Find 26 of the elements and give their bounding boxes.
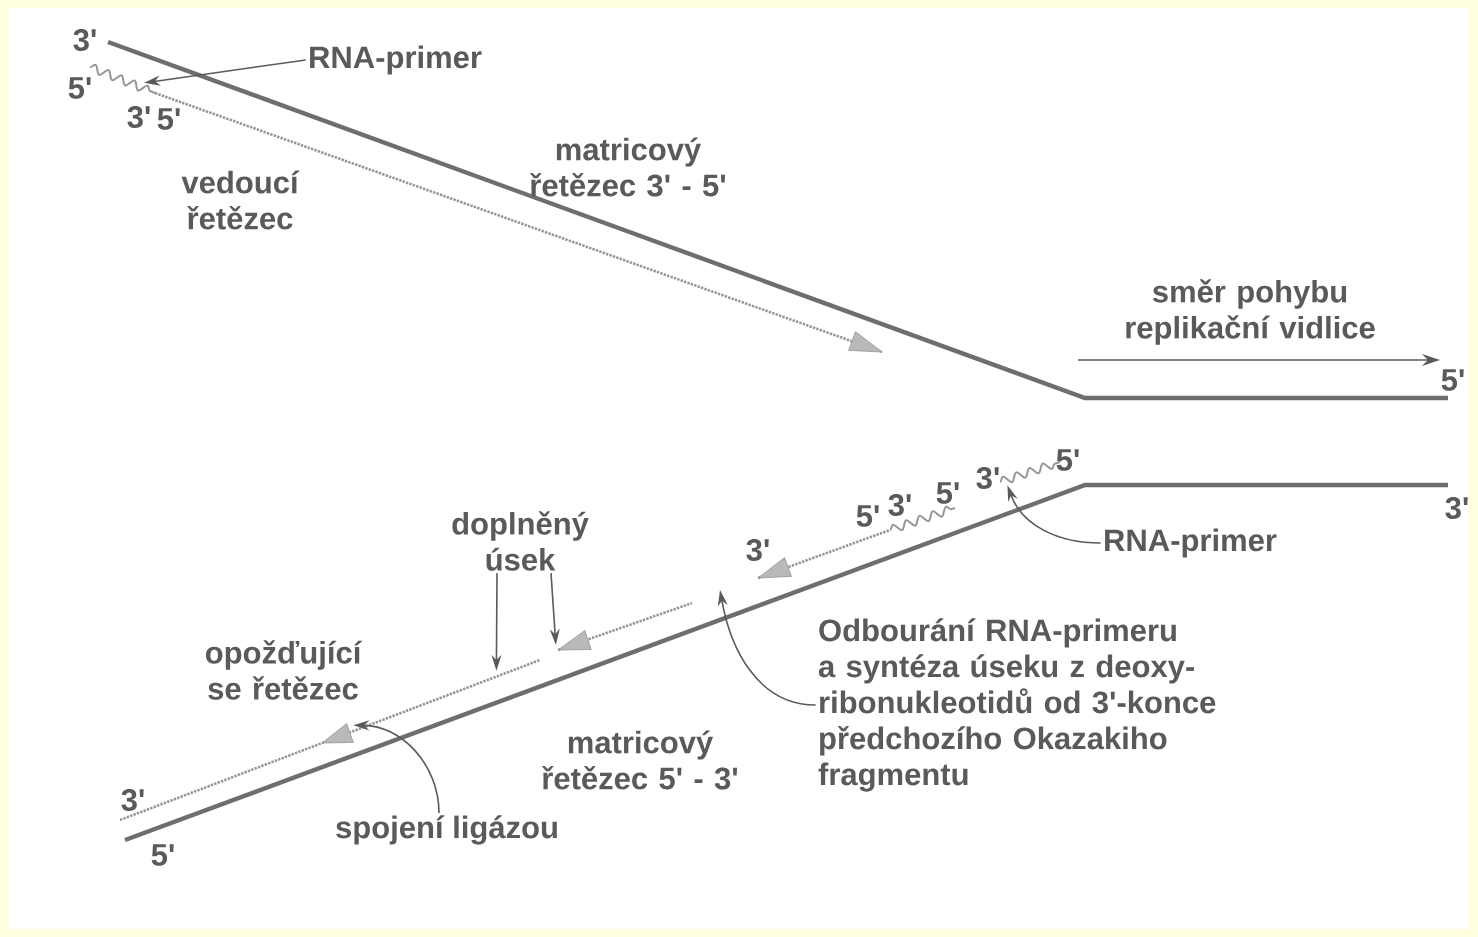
end-label: 3' [121, 789, 144, 811]
end-label: 3' [976, 467, 999, 489]
lagging-fragment [557, 601, 693, 652]
strand-label: matricový řetězec 3' - 5' [530, 137, 726, 197]
rna-primer-squiggle [89, 63, 156, 94]
end-label: 5' [1056, 449, 1079, 471]
end-label: 3' [888, 494, 911, 516]
callout-text: doplněný úsek [452, 511, 589, 571]
end-label: 5' [856, 505, 879, 527]
end-label: 3' [1445, 497, 1468, 519]
end-label: 3' [73, 29, 96, 51]
strand-label: opožďující se řetězec [205, 640, 363, 700]
end-label: 5' [157, 108, 180, 130]
callout-text: RNA-primer [1105, 528, 1277, 558]
end-label: 5' [936, 482, 959, 504]
end-label: 3' [127, 106, 150, 128]
callout-text: Odbourání RNA-primeru a syntéza úseku z deoxy-ribonukleotidů od 3'-konce předchozího Okazakiho fragmentu [818, 618, 1216, 792]
strand-label: matricový řetězec 5' - 3' [542, 730, 738, 790]
end-label: 5' [1441, 369, 1464, 391]
leading-strand [154, 91, 883, 354]
callout-text: RNA-primer [310, 45, 482, 75]
end-label: 3' [746, 539, 769, 561]
callout-text: spojení ligázou [336, 815, 557, 845]
end-label: 5' [68, 77, 91, 99]
strand-label: vedoucí řetězec [181, 170, 300, 230]
direction-label: směr pohybu replikační vidlice [1126, 279, 1375, 345]
